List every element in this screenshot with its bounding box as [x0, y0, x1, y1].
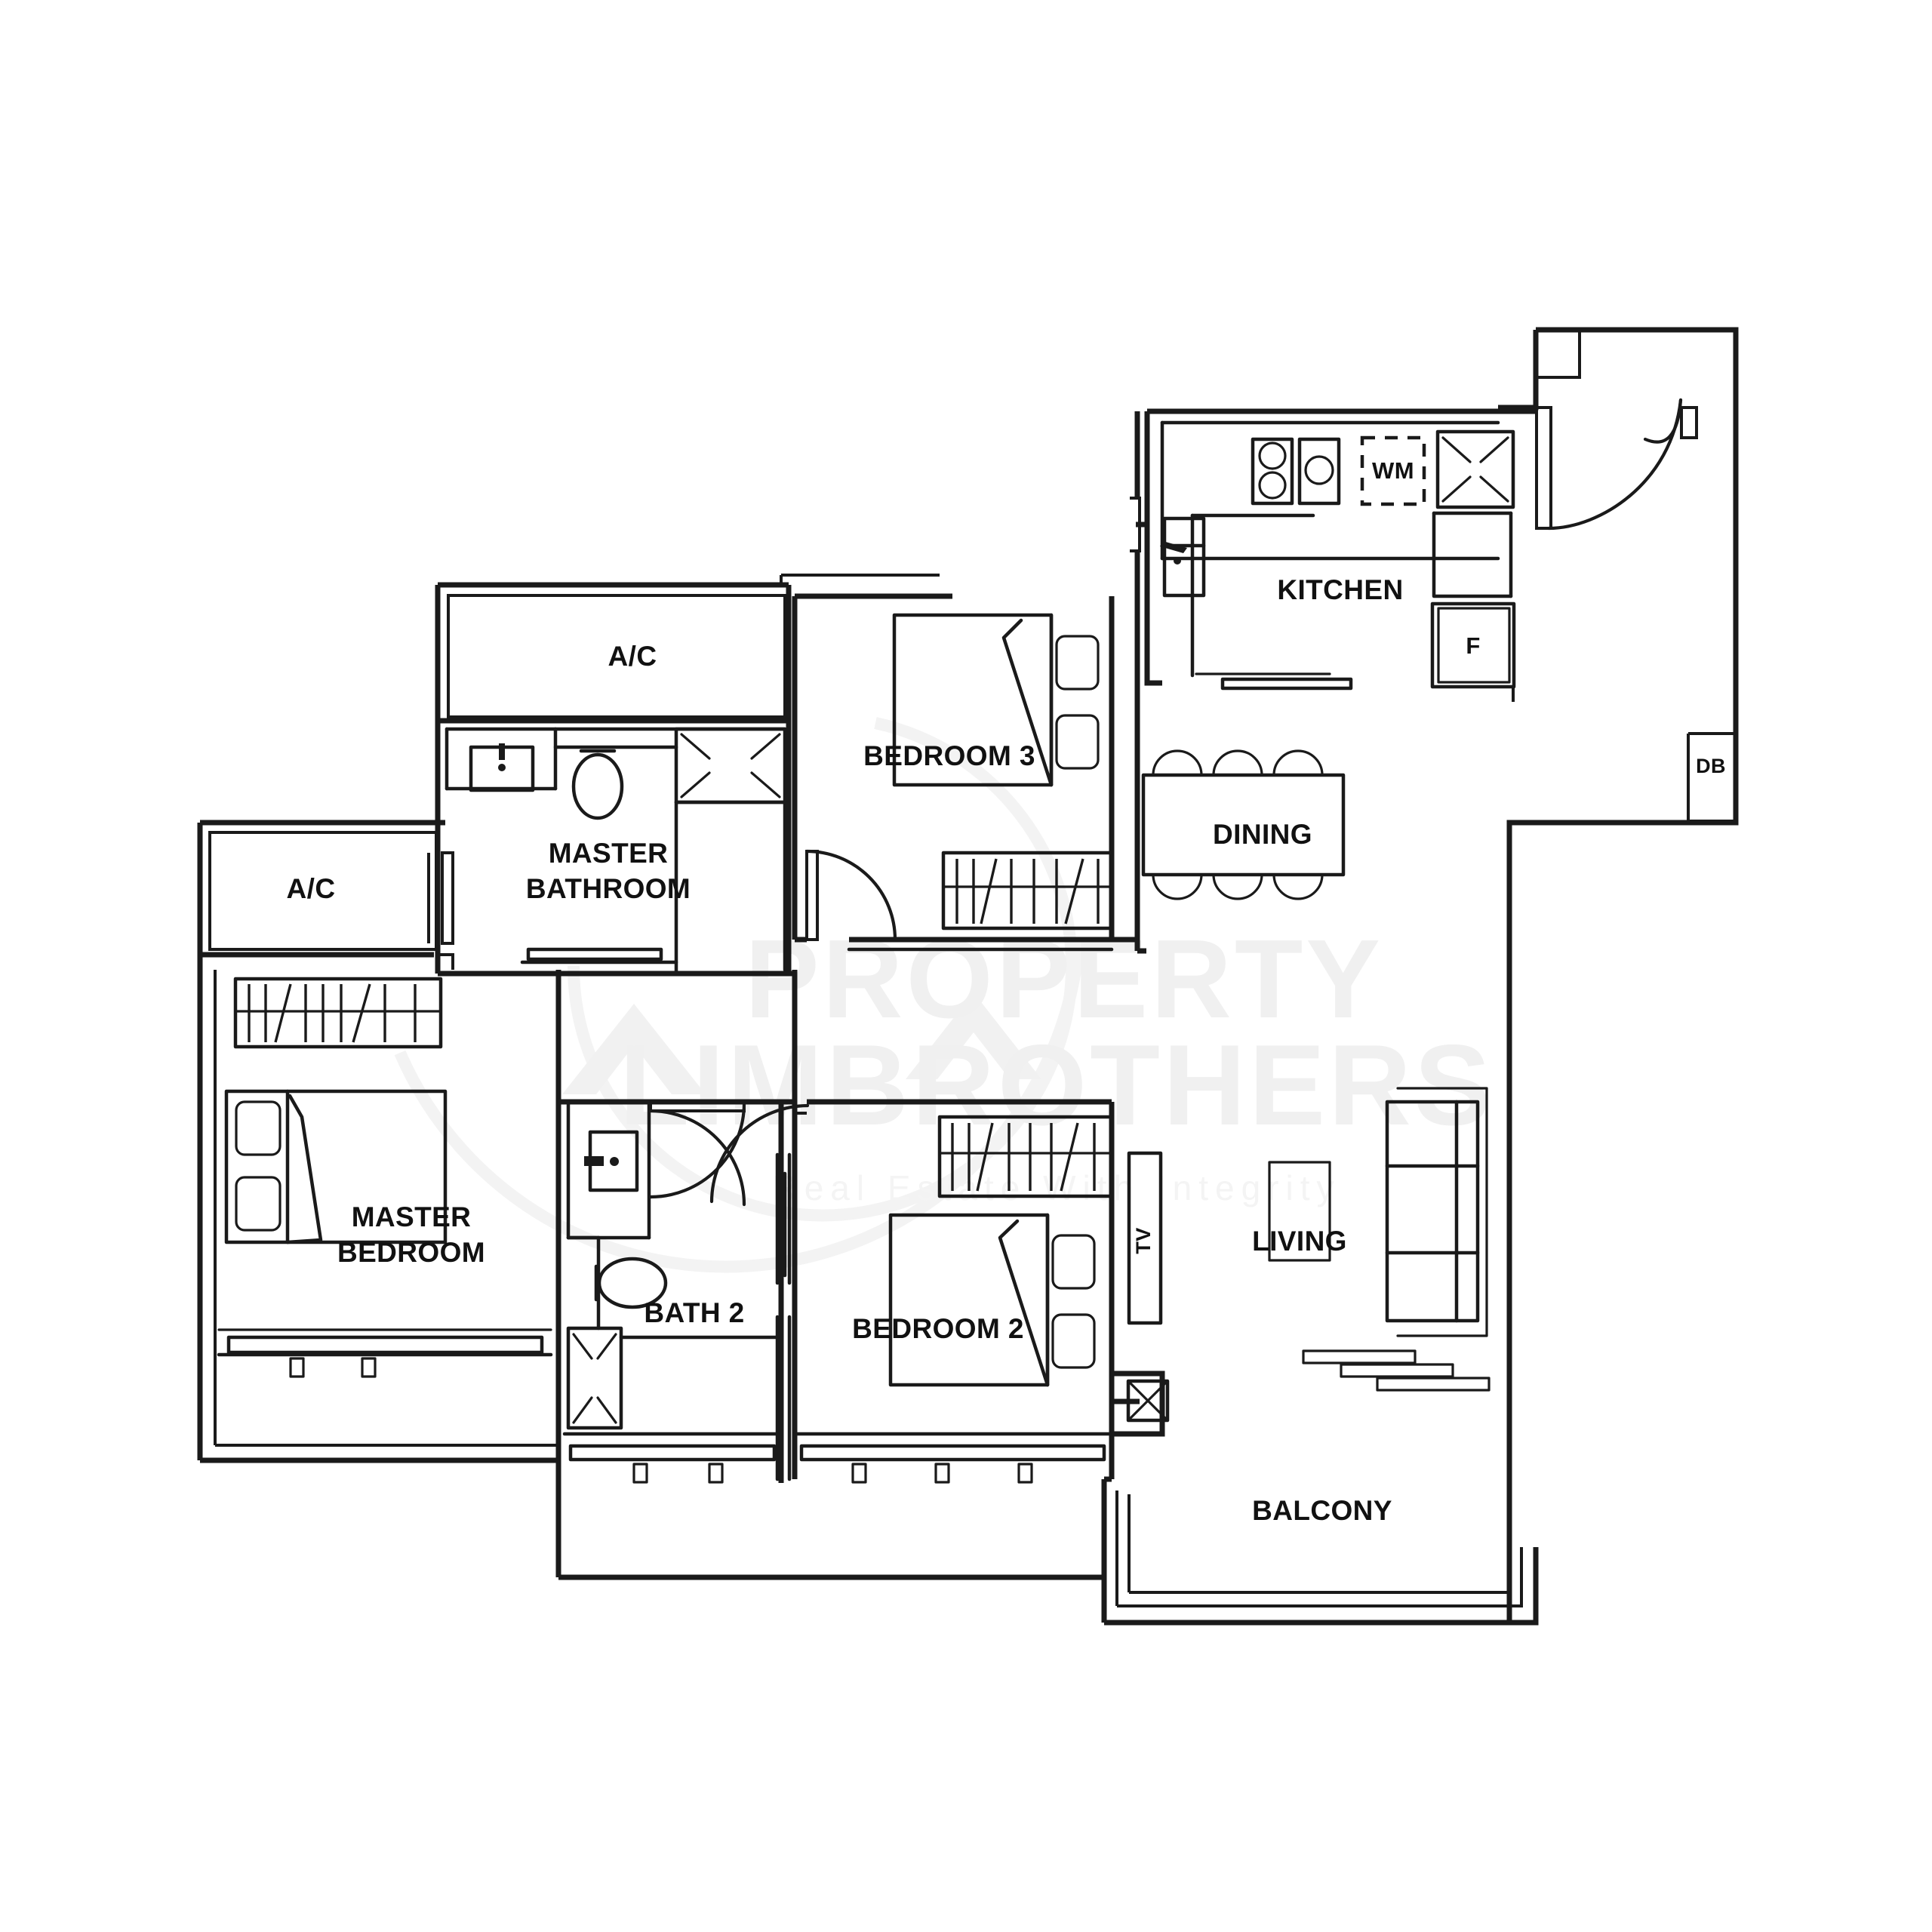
bedroom-3-door[interactable] [804, 849, 897, 942]
bath-2-fixtures [562, 1100, 781, 1484]
water-closet-icon [553, 745, 678, 820]
dining-table-icon [1141, 749, 1346, 900]
room-labels: A/C A/C MASTER BATHROOM BEDROOM 3 KITCHE… [287, 574, 1404, 1526]
label-ac-top: A/C [608, 641, 657, 672]
label-living: LIVING [1252, 1226, 1347, 1257]
label-bedroom-3: BEDROOM 3 [863, 740, 1035, 771]
wardrobe-icon [233, 977, 443, 1049]
bed-icon [224, 1089, 448, 1244]
label-dining: DINING [1213, 819, 1312, 850]
television-icon [1127, 1151, 1163, 1325]
cooker-hob-icon [1251, 437, 1341, 506]
wash-basin-icon [566, 1100, 651, 1240]
label-distribution-board: DB [1696, 755, 1726, 777]
wash-basin-icon [469, 743, 535, 792]
entrance-door[interactable] [1535, 398, 1698, 531]
sofa-icon [1385, 1087, 1488, 1337]
washing-machine-icon [1360, 435, 1426, 506]
bedroom-3-furniture [804, 613, 1114, 952]
label-bath-2: BATH 2 [644, 1297, 744, 1328]
bedroom-2-furniture [709, 1102, 1114, 1484]
master-bathroom-fixtures [427, 727, 787, 976]
label-master-bedroom-line2: BEDROOM [337, 1237, 485, 1268]
bed-icon [892, 613, 1100, 787]
label-ac-left: A/C [287, 873, 336, 904]
living-niche [1268, 1161, 1331, 1262]
riser-box-icon [1126, 1379, 1170, 1423]
bedroom-2-door[interactable] [709, 1102, 810, 1204]
structural-walls [197, 327, 1739, 1626]
kitchen-area [1130, 420, 1516, 702]
coffee-table-icon [1302, 1349, 1491, 1392]
label-fridge: F [1466, 632, 1480, 659]
kitchen-sink-icon [1160, 516, 1206, 598]
living-furniture [1126, 1087, 1491, 1423]
wardrobe-icon [941, 851, 1114, 931]
label-master-bedroom-line1: MASTER [352, 1201, 472, 1232]
label-washing-machine: WM [1372, 457, 1414, 484]
master-bedroom-furniture [217, 977, 553, 1378]
label-master-bathroom-line1: MASTER [549, 838, 669, 869]
shower-tray-icon [566, 1326, 781, 1430]
label-balcony: BALCONY [1252, 1495, 1392, 1526]
label-bedroom-2: BEDROOM 2 [852, 1313, 1024, 1344]
bath-2-door[interactable] [648, 1101, 746, 1207]
label-master-bathroom-line2: BATHROOM [526, 873, 691, 904]
appliance-labels: WM F DB TV [1132, 457, 1726, 1254]
bed-icon [888, 1213, 1096, 1387]
label-kitchen: KITCHEN [1277, 574, 1403, 605]
label-television: TV [1132, 1227, 1155, 1254]
shower-tray-icon [674, 727, 787, 804]
service-yard-floor-trap-icon [1435, 429, 1515, 509]
water-closet-icon [566, 1235, 668, 1331]
wardrobe-icon [937, 1115, 1114, 1198]
